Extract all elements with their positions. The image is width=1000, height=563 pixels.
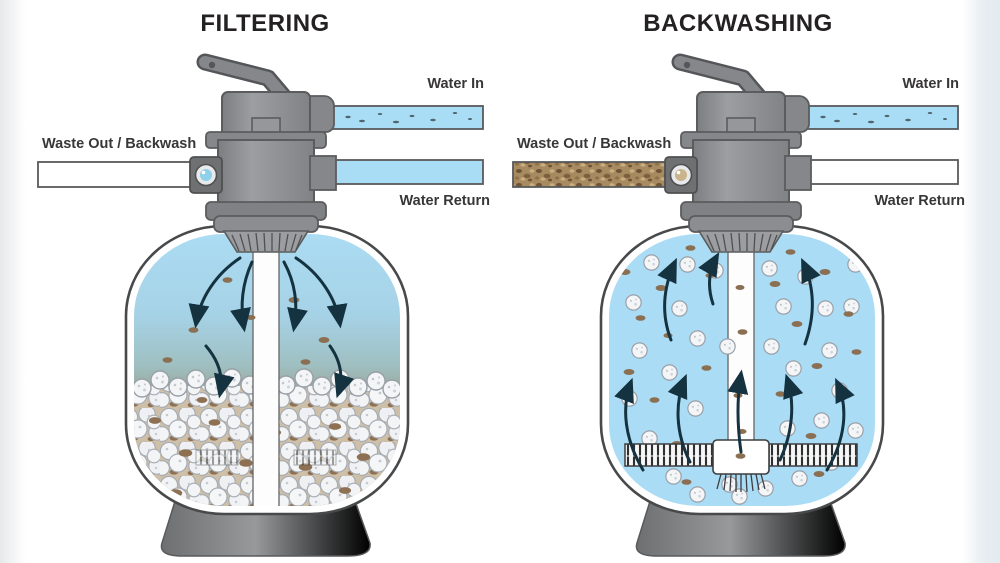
multiport-valve: [189, 53, 337, 253]
standpipe: [252, 243, 280, 506]
water-return-pipe: [325, 159, 484, 185]
page-edge-shade-right: [962, 0, 1000, 563]
valve-body: [692, 139, 790, 209]
water-in-debris: [345, 112, 472, 124]
water-return-port: [784, 155, 812, 191]
filtering-water-return-label: Water Return: [399, 193, 491, 209]
filter-tank: [124, 224, 410, 516]
backwashing-water-in-label: Water In: [902, 76, 959, 92]
backwashing-water-return-label: Water Return: [874, 193, 966, 209]
filter-tank: [599, 224, 885, 516]
water-return-pipe-empty: [800, 159, 959, 185]
water-return-port: [309, 155, 337, 191]
filtering-waste-label: Waste Out / Backwash: [42, 136, 197, 152]
filtering-diagram: [37, 53, 484, 557]
diffuser: [222, 230, 310, 253]
multiport-valve: [664, 53, 812, 253]
sight-glass: [189, 156, 223, 194]
sight-glass: [664, 156, 698, 194]
backwashing-title: BACKWASHING: [643, 10, 833, 37]
backwashing-diagram: [512, 53, 959, 557]
waste-pipe-empty: [37, 161, 197, 188]
backwashing-waste-label: Waste Out / Backwash: [517, 136, 672, 152]
downward-flow-arrows: [188, 256, 355, 399]
waste-pipe-dirty: [512, 161, 672, 188]
filtering-title: FILTERING: [200, 10, 330, 37]
filtering-water-in-label: Water In: [427, 76, 484, 92]
water-in-debris: [820, 112, 947, 124]
buried-laterals: [195, 449, 337, 466]
page-edge-shade-left: [0, 0, 26, 563]
valve-body: [217, 139, 315, 209]
diffuser: [697, 230, 785, 253]
upward-flow-arrows: [614, 252, 855, 472]
pipes: [37, 105, 484, 188]
